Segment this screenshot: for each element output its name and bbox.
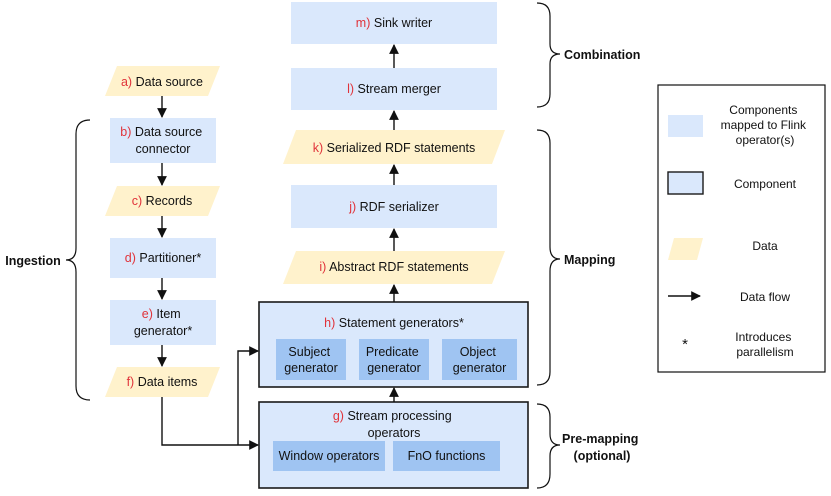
legend-operator-label: Components mapped to Flink operator(s) [721, 103, 810, 147]
node-j-box [291, 185, 497, 228]
node-l-box [291, 68, 497, 110]
group-combination-label: Combination [564, 48, 640, 62]
node-e-box [110, 300, 216, 345]
node-d-box [110, 238, 216, 278]
node-a-shape [105, 66, 220, 96]
predicate-generator-box [359, 339, 429, 380]
object-generator-box [442, 339, 517, 380]
combination-brace [536, 2, 561, 108]
node-b-box [110, 118, 216, 163]
legend-dataflow-label: Data flow [740, 290, 790, 304]
group-ingestion-label: Ingestion [5, 254, 61, 268]
window-operators-box [273, 441, 385, 471]
node-k-label: k) Serialized RDF statements [313, 141, 476, 155]
legend-data-label: Data [752, 239, 778, 253]
flow-f-to-h [237, 346, 259, 445]
node-i-label: i) Abstract RDF statements [319, 260, 468, 274]
node-l-label: l) Stream merger [347, 82, 441, 96]
subject-generator-label: Subject generator [284, 345, 338, 375]
group-mapping-label: Mapping [564, 253, 615, 267]
node-d-label: d) Partitioner* [125, 251, 202, 265]
legend-component-swatch [667, 171, 704, 195]
legend-star-symbol: * [682, 336, 688, 353]
node-c-shape [105, 186, 220, 216]
fno-functions-box [393, 441, 500, 471]
group-premapping-label: Pre-mapping (optional) [562, 432, 642, 463]
node-m-box [291, 2, 497, 44]
node-k-shape [283, 130, 505, 164]
window-operators-label: Window operators [279, 449, 380, 463]
object-generator-label: Object generator [453, 345, 507, 375]
predicate-generator-label: Predicate generator [366, 345, 422, 375]
node-c-label: c) Records [132, 194, 192, 208]
premapping-brace [536, 403, 561, 489]
node-f-label: f) Data items [127, 375, 198, 389]
ingestion-brace [65, 119, 91, 401]
node-b-label: b) Data source connector [120, 125, 206, 156]
node-a-label: a) Data source [121, 75, 203, 89]
node-f-shape [105, 367, 220, 397]
node-m-label: m) Sink writer [356, 16, 432, 30]
legend-data-swatch [668, 238, 703, 260]
subject-generator-box [276, 339, 346, 380]
legend-parallelism-label: Introduces parallelism [735, 330, 794, 359]
legend-operator-swatch [668, 115, 703, 137]
node-h-label: h) Statement generators* [324, 316, 464, 330]
flow-f-to-g [161, 397, 259, 450]
legend-component-label: Component [734, 177, 797, 191]
node-g-label: g) Stream processing operators [333, 409, 455, 440]
node-j-label: j) RDF serializer [348, 200, 439, 214]
fno-functions-label: FnO functions [408, 449, 486, 463]
node-e-label: e) Item generator* [134, 307, 193, 338]
mapping-brace [536, 129, 561, 386]
node-i-shape [283, 251, 505, 284]
